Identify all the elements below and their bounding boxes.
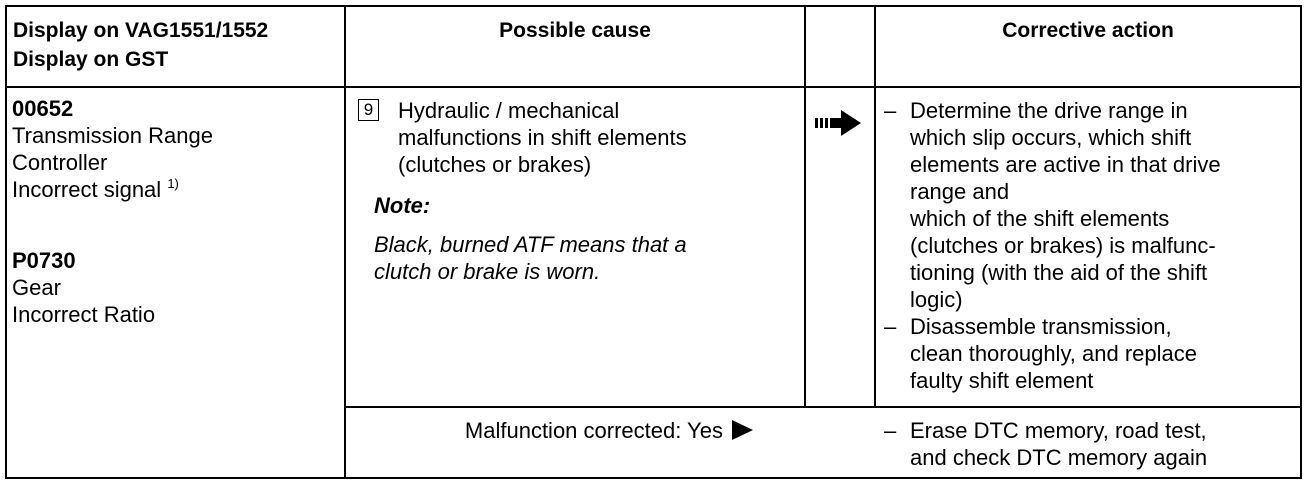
action-line: logic)	[910, 287, 963, 312]
dtc-desc-line: Incorrect Ratio	[12, 302, 156, 327]
action-line: Determine the drive range in	[910, 98, 1188, 123]
action-line: clean thoroughly, and replace	[910, 341, 1198, 366]
action-line: and check DTC memory again	[910, 445, 1208, 470]
cause-number-box: 9	[358, 99, 379, 121]
corrected-label: Malfunction corrected: Yes	[464, 418, 723, 443]
column-divider-2	[804, 7, 806, 407]
note-line: clutch or brake is worn.	[374, 259, 601, 284]
cause-line: (clutches or brakes)	[398, 152, 592, 177]
header-display: Display on VAG1551/1552 Display on GST	[13, 16, 343, 74]
note-label: Note:	[374, 193, 431, 218]
action-line: elements are active in that drive	[910, 152, 1221, 177]
action-line: which slip occurs, which shift	[910, 125, 1192, 150]
dtc-cell: 00652 Transmission Range Controller Inco…	[12, 95, 342, 328]
dtc-desc-line: Transmission Range	[12, 123, 213, 148]
corrected-cell: Malfunction corrected: Yes	[346, 417, 874, 444]
header-display-line2: Display on GST	[13, 48, 169, 71]
action-line: (clutches or brakes) is malfunc-	[910, 233, 1216, 258]
corrected-action-item: Erase DTC memory, road test, and check D…	[878, 417, 1300, 471]
column-divider-1	[344, 7, 346, 477]
diagnostic-table: Display on VAG1551/1552 Display on GST P…	[5, 5, 1302, 479]
header-corrective-action: Corrective action	[1002, 19, 1174, 42]
dtc-code-2: P0730	[12, 248, 76, 273]
action-line: tioning (with the aid of the shift	[910, 260, 1208, 285]
note-line: Black, burned ATF means that a	[374, 232, 687, 257]
action-line: Erase DTC memory, road test,	[910, 418, 1207, 443]
header-divider	[7, 86, 1300, 88]
header-display-line1: Display on VAG1551/1552	[13, 19, 269, 42]
dtc-code-1: 00652	[12, 96, 74, 121]
dtc-desc-line: Incorrect signal 1)	[12, 176, 342, 203]
footnote-marker: 1)	[167, 176, 179, 191]
column-divider-3	[874, 7, 876, 407]
action-cell: Determine the drive range in which slip …	[878, 97, 1300, 394]
dashed-right-arrow-icon	[811, 108, 867, 138]
action-item-1: Determine the drive range in which slip …	[878, 97, 1300, 313]
right-triangle-icon	[732, 420, 754, 440]
cause-line: malfunctions in shift elements	[398, 125, 687, 150]
action-line: range and	[910, 179, 1010, 204]
cause-cell: 9 Hydraulic / mechanical malfunctions in…	[352, 97, 802, 285]
cause-line: Hydraulic / mechanical	[398, 98, 620, 123]
header-possible-cause: Possible cause	[499, 19, 651, 42]
dtc-desc-line: Controller	[12, 150, 108, 175]
corrected-action-cell: Erase DTC memory, road test, and check D…	[878, 417, 1300, 471]
action-line: which of the shift elements	[910, 206, 1170, 231]
corrected-divider	[344, 406, 1300, 408]
dtc-desc-line: Gear	[12, 275, 61, 300]
action-line: faulty shift element	[910, 368, 1094, 393]
action-line: Disassemble transmission,	[910, 314, 1172, 339]
dtc-desc-text: Incorrect signal	[12, 177, 162, 202]
action-item-2: Disassemble transmission, clean thorough…	[878, 313, 1300, 394]
